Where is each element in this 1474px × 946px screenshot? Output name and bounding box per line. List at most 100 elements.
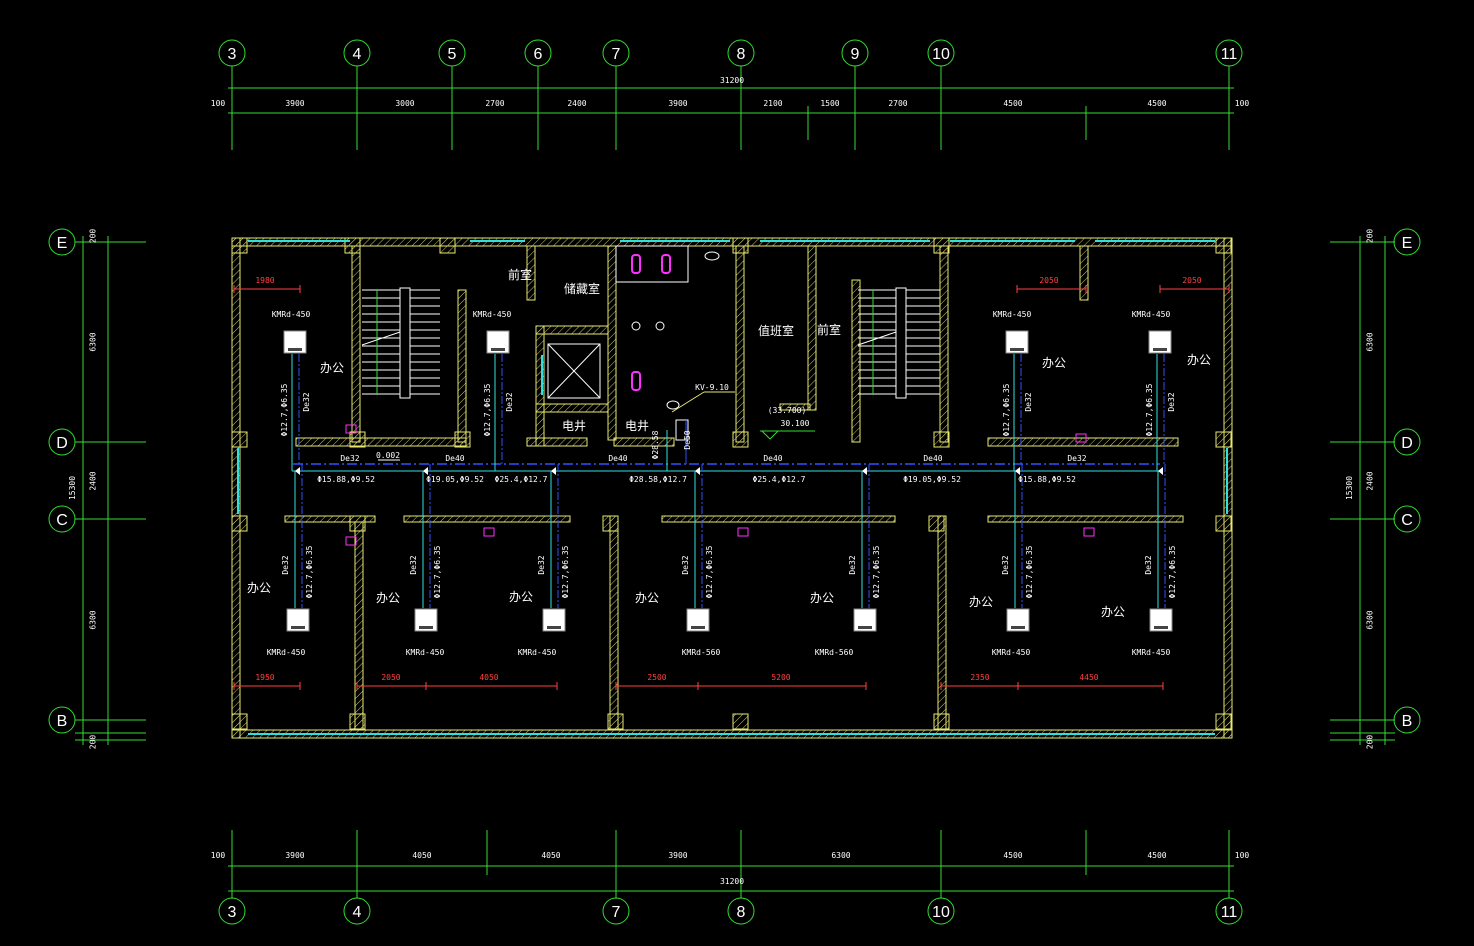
column: [732, 431, 749, 448]
dim-segment-side: 200: [1366, 735, 1375, 750]
dim-total-side: 15300: [68, 476, 77, 500]
condensate-fitting: [737, 527, 749, 537]
unit-model-label: KMRd-450: [267, 648, 306, 657]
indoor-unit: [1148, 330, 1172, 354]
axis-bubble: [343, 39, 371, 67]
dim-segment-bottom: 100: [211, 851, 226, 860]
dim-segment-side: 6300: [1366, 332, 1375, 351]
wall: [1079, 245, 1089, 301]
branch-drain-label: De32: [281, 555, 290, 574]
toilet-icon: [631, 254, 641, 274]
dim-segment-bottom: 4050: [541, 851, 560, 860]
drain-size-label: De40: [923, 454, 942, 463]
axis-bubble: [927, 897, 955, 925]
dim-total-bottom: 31200: [720, 877, 744, 886]
riser-drain-label: De50: [683, 430, 692, 449]
column: [439, 237, 456, 254]
indoor-unit-grille: [1011, 626, 1025, 629]
wall: [457, 289, 467, 443]
red-dim-label: 2050: [1039, 276, 1058, 285]
branch-drain-label: De32: [1167, 392, 1176, 411]
column: [602, 515, 619, 532]
axis-label-side: C: [56, 512, 68, 529]
indoor-unit-grille: [1010, 348, 1024, 351]
elevator-x: [547, 343, 601, 399]
dim-segment-top: 4500: [1147, 99, 1166, 108]
wall: [526, 437, 588, 447]
indoor-unit: [1149, 608, 1173, 632]
red-dim-label: 4050: [479, 673, 498, 682]
column: [454, 431, 471, 448]
axis-bubble: [1393, 505, 1421, 533]
leader-line: [671, 391, 705, 413]
branch-drain-label: De32: [302, 392, 311, 411]
axis-bubble: [727, 897, 755, 925]
drain-size-label: De40: [608, 454, 627, 463]
branch-joint-icon: [423, 467, 428, 475]
level-upper: (33.700): [768, 406, 807, 415]
dim-segment-top: 3900: [285, 99, 304, 108]
washbasin-icon: [631, 321, 641, 331]
axis-label-top: 9: [851, 46, 860, 63]
wall: [535, 325, 609, 335]
dim-segment-top: 2700: [888, 99, 907, 108]
axis-bubble: [48, 228, 76, 256]
red-dim-label: 1980: [255, 276, 274, 285]
branch-size-label: Φ12.7,Φ6.35: [705, 545, 714, 598]
axis-label-top: 8: [737, 46, 746, 63]
branch-drain-label: De32: [537, 555, 546, 574]
dim-segment-side: 6300: [89, 332, 98, 351]
branch-size-label: Φ12.7,Φ6.35: [1145, 383, 1154, 436]
branch-drain-label: De32: [409, 555, 418, 574]
condensate-fitting: [1083, 527, 1095, 537]
column: [607, 713, 624, 730]
refrigerant-size-label: Φ15.88,Φ9.52: [1018, 475, 1076, 484]
room-label-duty-room: 值班室: [758, 323, 794, 338]
axis-bubble: [218, 897, 246, 925]
column: [231, 237, 248, 254]
indoor-unit-grille: [1154, 626, 1168, 629]
room-label-office: 办公: [1187, 352, 1211, 367]
indoor-unit: [414, 608, 438, 632]
indoor-unit: [283, 330, 307, 354]
axis-label-side: D: [56, 435, 68, 452]
wall: [526, 245, 536, 301]
indoor-unit-grille: [491, 348, 505, 351]
axis-label-side: E: [1402, 235, 1413, 252]
drain-size-label: De40: [445, 454, 464, 463]
wall: [661, 515, 896, 523]
column: [928, 515, 945, 532]
washbasin-icon: [655, 321, 665, 331]
axis-bubble: [1393, 428, 1421, 456]
indoor-unit-grille: [419, 626, 433, 629]
room-label-office: 办公: [376, 590, 400, 605]
unit-model-label: KMRd-450: [518, 648, 557, 657]
column: [231, 515, 248, 532]
dim-segment-top: 2700: [485, 99, 504, 108]
axis-label-top: 5: [448, 46, 457, 63]
red-dim-label: 5200: [771, 673, 790, 682]
column: [1215, 515, 1232, 532]
dim-segment-top: 100: [211, 99, 226, 108]
axis-label-bottom: 8: [737, 904, 746, 921]
column: [231, 431, 248, 448]
room-label-office: 办公: [635, 590, 659, 605]
dim-segment-top: 4500: [1003, 99, 1022, 108]
stair-handrail: [895, 287, 907, 399]
red-dim-label: 2350: [970, 673, 989, 682]
axis-label-bottom: 4: [353, 904, 362, 921]
branch-drain-label: De32: [848, 555, 857, 574]
axis-bubble: [727, 39, 755, 67]
axis-label-side: E: [57, 235, 68, 252]
wall: [403, 515, 571, 523]
wall: [851, 279, 861, 443]
dim-segment-side: 200: [89, 735, 98, 750]
branch-size-label: Φ12.7,Φ6.35: [305, 545, 314, 598]
dim-segment-top: 2400: [567, 99, 586, 108]
column: [349, 431, 366, 448]
axis-label-side: B: [57, 713, 68, 730]
branch-size-label: Φ12.7,Φ6.35: [561, 545, 570, 598]
room-label-anteroom: 前室: [817, 322, 841, 337]
room-label-office: 办公: [810, 590, 834, 605]
ac-units: [283, 330, 1173, 632]
